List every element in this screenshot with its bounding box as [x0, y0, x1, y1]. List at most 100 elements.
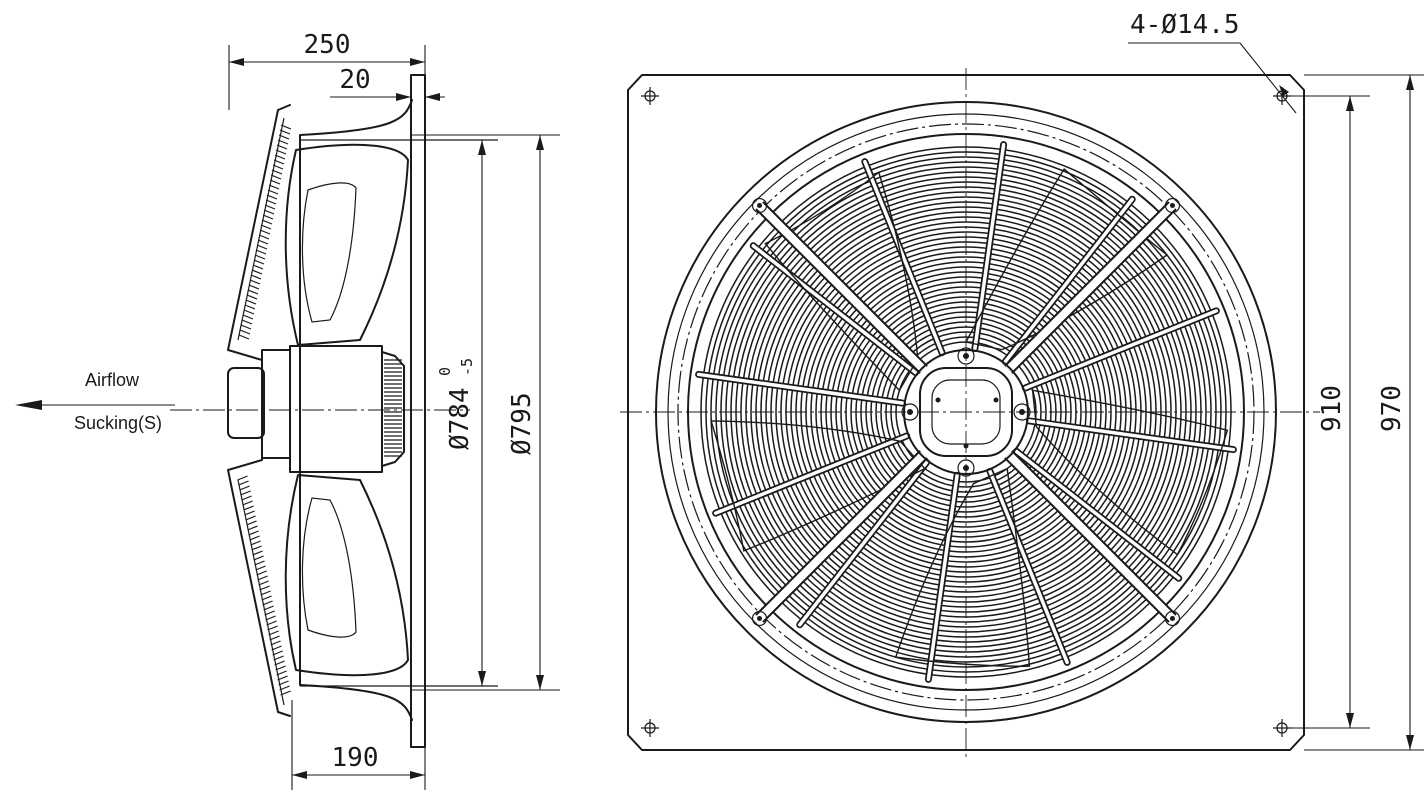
- dim-total-depth: 250: [304, 30, 351, 60]
- guard-hatch-line: [244, 510, 255, 516]
- outer-ring: [655, 101, 1277, 723]
- grille-ring: [855, 301, 1077, 523]
- guard-hatch-line: [241, 319, 253, 325]
- guard-hatch-line: [256, 244, 268, 250]
- airflow-label: Airflow: [85, 370, 140, 390]
- guard-hatch-line: [268, 184, 280, 190]
- grille-spoke-inner: [751, 244, 918, 375]
- grille-spoke-inner: [988, 469, 1069, 665]
- bracket-feet: [751, 197, 1181, 627]
- guard-hatch-line: [243, 505, 254, 511]
- guard-hatch-line: [276, 144, 288, 150]
- guard-hatch-line: [253, 259, 265, 265]
- motor-hub: [261, 349, 291, 459]
- bolt-circle: [677, 123, 1255, 701]
- guard-hatch-line: [242, 500, 253, 506]
- guard-hatch-line: [248, 284, 260, 290]
- hole-leader: [1239, 42, 1297, 114]
- grille-ring: [795, 241, 1137, 583]
- hub-bolt-center: [1019, 409, 1025, 415]
- guard-hatch-line: [269, 635, 280, 641]
- side-venturi: [299, 99, 413, 721]
- grille-ring: [740, 186, 1192, 638]
- guard-hatch-line: [245, 515, 256, 521]
- bracket-foot-bolt: [751, 197, 768, 214]
- grille-ring: [710, 156, 1222, 668]
- guard-hatch-line: [249, 535, 260, 541]
- hub-bolt-center: [963, 465, 969, 471]
- guard-hatch-line: [253, 555, 264, 561]
- guard-hatch-line: [262, 214, 274, 220]
- hub-bolt-center: [963, 353, 969, 359]
- grille-ring: [790, 236, 1142, 588]
- guard-hatch-line: [279, 685, 290, 691]
- guard-hatch-line: [273, 159, 285, 165]
- guard-hatch-line: [257, 239, 269, 245]
- side-view: 250 20 190 Ø784 0 -5 Ø795 Airflow: [15, 30, 560, 790]
- grille-ring: [780, 226, 1152, 598]
- guard-hatch-line: [265, 199, 277, 205]
- guard-hatch-line: [272, 650, 283, 656]
- grille-spokes: [695, 141, 1237, 683]
- guard-hatch-line: [260, 590, 271, 596]
- guard-hatch-line: [267, 189, 279, 195]
- guard-hatch-line: [251, 545, 262, 551]
- guard-hatch-line: [250, 540, 261, 546]
- hub-pin: [935, 397, 941, 403]
- fan-blade: [1031, 389, 1229, 556]
- guard-hatch-line: [246, 520, 257, 526]
- grille-ring: [765, 211, 1167, 613]
- guard-hatch-line: [264, 204, 276, 210]
- guard-hatch-line: [263, 605, 274, 611]
- venturi-edge: [687, 133, 1245, 691]
- side-mounting-plate: [410, 74, 426, 748]
- bracket-foot-bolt-center: [1169, 615, 1175, 621]
- grille-ring: [870, 316, 1062, 508]
- grille-spoke-inner: [1014, 449, 1181, 580]
- front-view: 4-Ø14.5 910 970: [620, 10, 1424, 760]
- guard-hatch: [237, 124, 292, 696]
- dim-inner-tol-upper: 0: [436, 367, 454, 376]
- hub-outer: [903, 349, 1029, 475]
- grille-ring: [750, 196, 1182, 628]
- guard-hatch-line: [277, 675, 288, 681]
- grille-ring: [815, 261, 1117, 563]
- guard-hatch-line: [249, 279, 261, 285]
- grille-ring: [865, 311, 1067, 513]
- guard-hatch-line: [252, 264, 264, 270]
- guard-hatch-line: [239, 329, 251, 335]
- guard-hatch-line: [265, 615, 276, 621]
- guard-hatch-line: [250, 274, 262, 280]
- side-guard-grille: [227, 104, 291, 717]
- guard-hatch-line: [274, 660, 285, 666]
- dim-inner-diameter-group: Ø784 0 -5: [436, 358, 476, 450]
- airflow-mode: Sucking(S): [74, 413, 162, 433]
- grille-ring: [810, 256, 1122, 568]
- grille-spoke-inner: [1023, 309, 1219, 390]
- grille-spoke-inner: [863, 159, 944, 355]
- guard-hatch-line: [280, 124, 292, 130]
- grille-ring: [715, 161, 1217, 663]
- fan-blade: [710, 420, 926, 552]
- hub-plate: [919, 367, 1013, 457]
- dim-plate-size: 970: [1377, 385, 1407, 432]
- hub-pin: [993, 397, 999, 403]
- grille-ring: [745, 191, 1187, 633]
- fan-blade: [964, 168, 1169, 351]
- guard-hatch-line: [261, 595, 272, 601]
- dim-outer-diameter: Ø795: [507, 392, 537, 455]
- guard-hatch-line: [258, 234, 270, 240]
- guard-hatch-line: [273, 655, 284, 661]
- guard-hatch-line: [238, 480, 249, 486]
- grille-ring: [755, 201, 1177, 623]
- guard-hatch-line: [248, 530, 259, 536]
- guard-hatch-line: [261, 219, 273, 225]
- guard-hatch-line: [246, 294, 258, 300]
- guard-hatch-line: [237, 475, 248, 481]
- guard-hatch-line: [266, 620, 277, 626]
- grille-ring: [720, 166, 1212, 658]
- grille-ring: [805, 251, 1127, 573]
- hub-bolts: [901, 347, 1031, 477]
- guard-hatch-line: [263, 209, 275, 215]
- dim-inner-tol-lower: -5: [458, 358, 476, 376]
